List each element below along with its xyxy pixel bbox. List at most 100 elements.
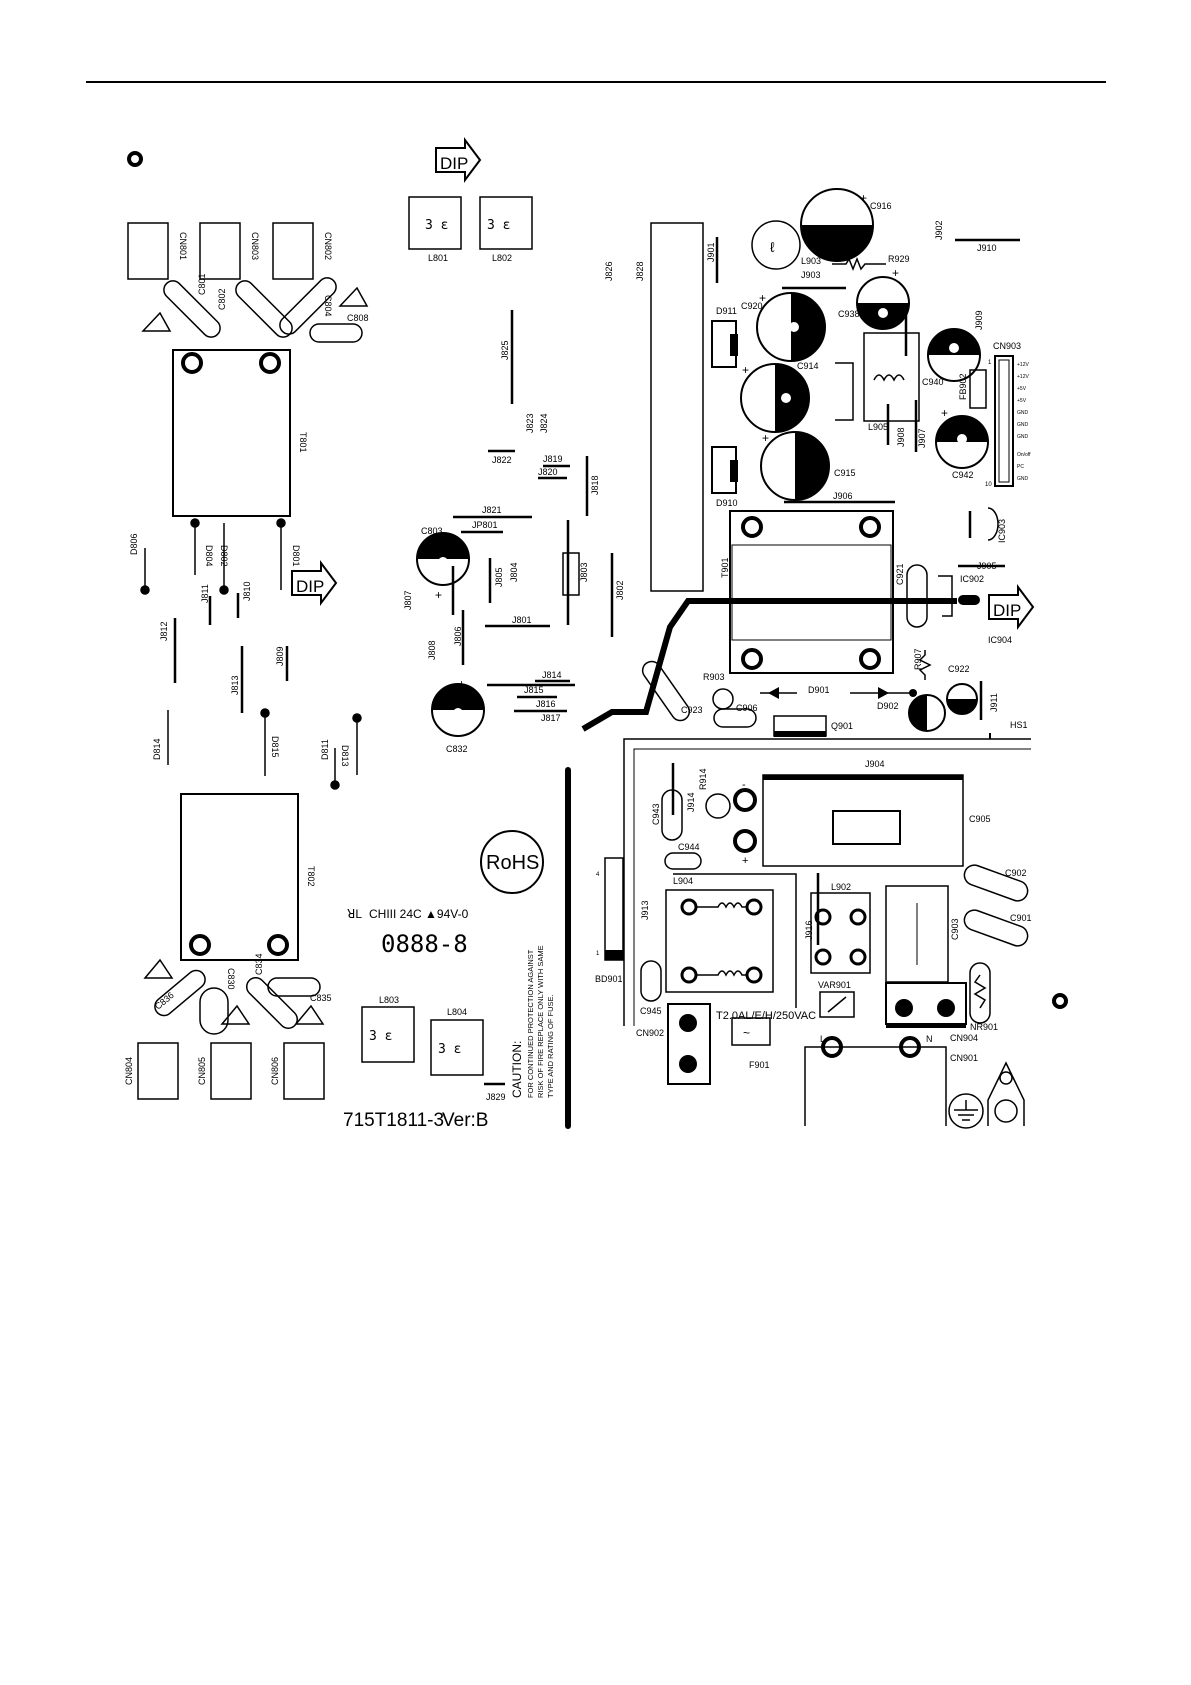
pad: [741, 516, 763, 538]
capacitor-c836: [154, 969, 206, 1017]
polarity-minus: -: [742, 779, 746, 791]
mounting-hole: [127, 151, 143, 167]
svg-text:C804: C804: [323, 295, 333, 317]
svg-text:C916: C916: [870, 201, 892, 211]
pad: [259, 352, 281, 374]
pin-mark-l: L: [820, 1034, 825, 1044]
ref-cn804: CN804: [124, 1057, 134, 1085]
inductor-l902: [810, 892, 871, 974]
jumper-lines-right: [671, 237, 1020, 945]
ref-j821: J821: [482, 505, 502, 515]
ref-hs1: HS1: [1010, 720, 1028, 730]
pad: [679, 1014, 697, 1032]
ref-cn801: CN801: [178, 232, 188, 260]
pad: [859, 516, 881, 538]
svg-text:C942: C942: [952, 470, 974, 480]
transformer-t801: [172, 349, 291, 517]
ic902-outline: [938, 575, 953, 617]
ref-cn805: CN805: [197, 1057, 207, 1085]
svg-text:D901: D901: [808, 685, 830, 695]
ref-j823: J823: [525, 413, 535, 433]
ref-ic904: IC904: [988, 635, 1012, 645]
ref-j914: J914: [686, 792, 696, 812]
pad: [680, 898, 698, 916]
pin-mark: 1: [596, 951, 600, 957]
ref-t802: T802: [306, 866, 316, 887]
connector-cn802: [272, 222, 314, 280]
ref-c943: C943: [651, 803, 661, 825]
fuse-symbol: ~: [743, 1026, 750, 1040]
pad: [181, 352, 203, 374]
ref-d813: D813: [340, 745, 350, 767]
ref-c945: C945: [640, 1006, 662, 1016]
pad: [859, 648, 881, 670]
inductor-l905: [863, 332, 920, 422]
pad: [849, 908, 867, 926]
ref-d801: D801: [291, 545, 301, 567]
ref-l903: L903: [801, 256, 821, 266]
ref-l904: L904: [673, 876, 693, 886]
dip-arrow: DIP: [291, 560, 338, 606]
rohs-logo-ring: [480, 830, 544, 894]
ref-j825: J825: [500, 340, 510, 360]
ref-c903: C903: [950, 918, 960, 940]
ref-j822: J822: [492, 455, 512, 465]
coil-glyph: 3 ε: [487, 218, 510, 233]
ground-lug-icon: [987, 1061, 1025, 1126]
svg-text:C832: C832: [446, 744, 468, 754]
dip-label: DIP: [993, 601, 1021, 620]
mounting-hole: [1052, 993, 1068, 1009]
pad: [937, 999, 955, 1017]
ref-c923: C923: [681, 705, 703, 715]
capacitor-c803: + C803: [416, 526, 470, 602]
capacitor-c944: [664, 852, 702, 870]
capacitor-c922: C922: [946, 664, 978, 715]
capacitor-c942: + C942: [935, 406, 989, 480]
capacitor-c905: [762, 774, 964, 867]
capacitor-c902: [963, 864, 1029, 902]
bracket: [835, 362, 854, 421]
ref-j906: J906: [833, 491, 853, 501]
ref-cn903: CN903: [993, 341, 1021, 351]
diode-d901: D901: [760, 685, 830, 699]
capacitor-c906: [713, 708, 757, 728]
polarity-mark: +: [435, 588, 442, 602]
svg-text:C938: C938: [838, 309, 860, 319]
ref-d911: D911: [716, 306, 737, 316]
thermistor-symbol: [973, 974, 987, 1009]
ref-var901: VAR901: [818, 980, 851, 990]
ref-c836: C836: [153, 990, 176, 1011]
ref-l802: L802: [492, 253, 512, 263]
ref-j802: J802: [615, 580, 625, 600]
hv-warning-icon: [294, 1004, 325, 1025]
ref-d802: D802: [219, 545, 229, 567]
ground-icon: [948, 1093, 984, 1129]
ref-j805: J805: [494, 567, 504, 587]
pad-line: [821, 1036, 843, 1058]
ul-recognized-icon: ꓤL: [347, 907, 362, 921]
ref-j909: J909: [974, 310, 984, 330]
ref-j910: J910: [977, 243, 997, 253]
heatsink-primary: [650, 222, 704, 592]
bridge-rectifier-bd901: [604, 857, 624, 961]
ref-d806: D806: [129, 533, 139, 555]
rohs-logo: RoHS: [486, 852, 539, 874]
coil-glyph: 3 ε: [369, 1029, 392, 1044]
capacitor-c830: [199, 987, 229, 1035]
ref-l902: L902: [831, 882, 851, 892]
ref-l801: L801: [428, 253, 448, 263]
ferrite-fb902: [969, 369, 987, 409]
ref-c901: C901: [1010, 913, 1032, 923]
pad: [814, 908, 832, 926]
polarity-mark: +: [892, 266, 899, 280]
ref-l803: L803: [379, 995, 399, 1005]
hv-warning-icon: [338, 286, 369, 307]
component-body: [958, 595, 980, 605]
polarity-mark: +: [759, 291, 766, 305]
pad: [741, 648, 763, 670]
pad: [895, 999, 913, 1017]
ref-j806: J806: [453, 626, 463, 646]
inductor-l804: [430, 1019, 484, 1076]
ref-j903: J903: [801, 270, 821, 280]
